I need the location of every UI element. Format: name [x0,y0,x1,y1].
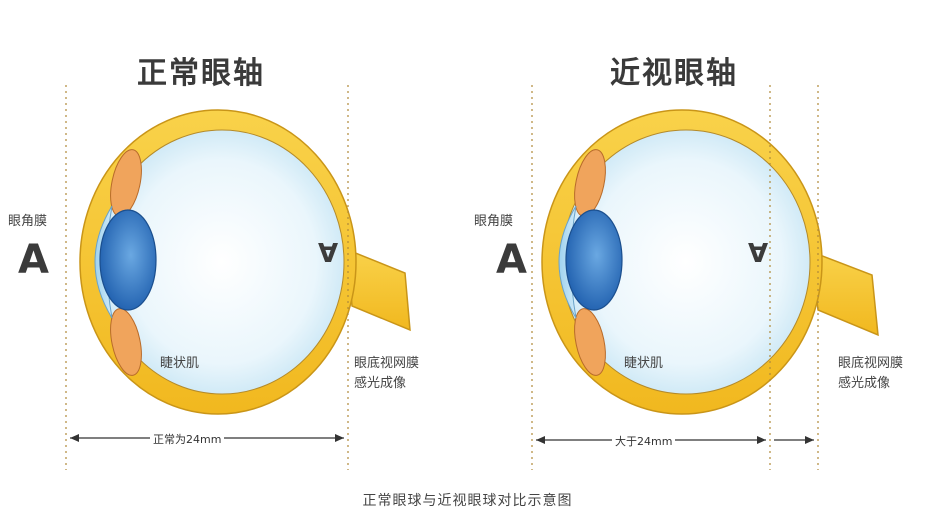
myopia-eye [531,85,879,470]
normal-cornea-label: 眼角膜 [8,214,48,229]
myopia-retina-line2: 感光成像 [838,376,891,391]
vitreous-body [562,130,810,394]
normal-eye [65,85,411,470]
myopia-retina-line1: 眼底视网膜 [838,356,904,371]
myopia-title: 近视眼轴 [610,56,738,91]
normal-retina-line2: 感光成像 [354,376,407,391]
axis-arrow-left [536,436,545,444]
normal-axis-label: 正常为24mm [150,431,225,447]
vitreous-body [100,130,344,394]
normal-ciliary-label: 睫状肌 [160,356,200,371]
normal-title: 正常眼轴 [137,56,265,91]
axis-arrow-right [335,434,344,442]
myopia-image-letter: A [748,236,769,266]
optic-nerve [347,248,411,332]
lens [99,209,157,311]
axis-arrow-right [757,436,766,444]
myopia-ciliary-label: 睫状肌 [624,356,664,371]
diagram-caption: 正常眼球与近视眼球对比示意图 [362,493,573,509]
lens [565,209,623,311]
myopia-cornea-label: 眼角膜 [474,214,514,229]
extra-arrow-right [805,436,814,444]
ciliary-muscle-bottom [110,308,142,376]
myopia-object-letter: A [496,237,527,283]
normal-image-letter: A [318,236,339,266]
normal-retina-line1: 眼底视网膜 [354,356,420,371]
axis-arrow-left [70,434,79,442]
ciliary-muscle-bottom [574,308,606,376]
myopia-axis-label: 大于24mm [612,433,676,449]
normal-object-letter: A [18,237,49,283]
